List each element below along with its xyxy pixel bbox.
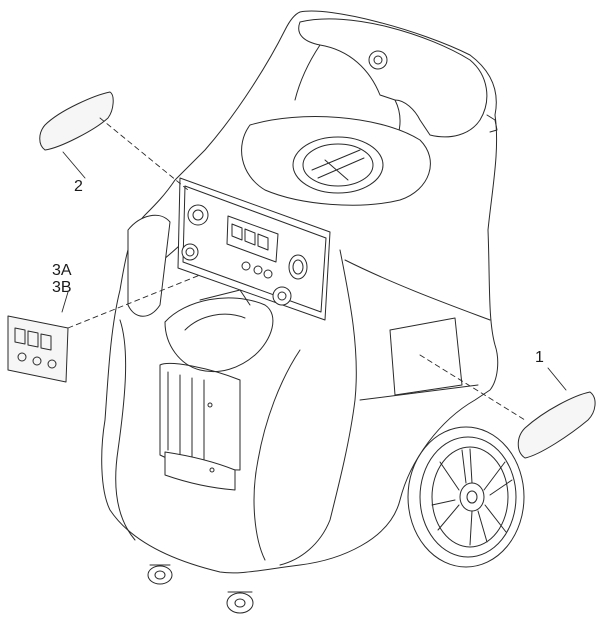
callout-2: 2 — [74, 178, 83, 195]
fill-lid — [292, 136, 384, 194]
callout-1: 1 — [535, 349, 544, 366]
leader-lines — [61, 117, 567, 421]
decal-3 — [7, 315, 69, 383]
decal-2 — [39, 91, 114, 151]
callout-3: 3A 3B — [52, 262, 72, 296]
extractor-machine — [101, 10, 525, 614]
callout-3b-label: 3B — [52, 279, 72, 296]
casters — [147, 564, 254, 614]
decal-1 — [517, 391, 596, 459]
callout-2-label: 2 — [74, 178, 83, 195]
callout-1-label: 1 — [535, 349, 544, 366]
rear-wheel — [407, 426, 525, 568]
control-panel — [177, 177, 331, 322]
callout-3a-label: 3A — [52, 262, 72, 279]
handle — [298, 18, 488, 138]
